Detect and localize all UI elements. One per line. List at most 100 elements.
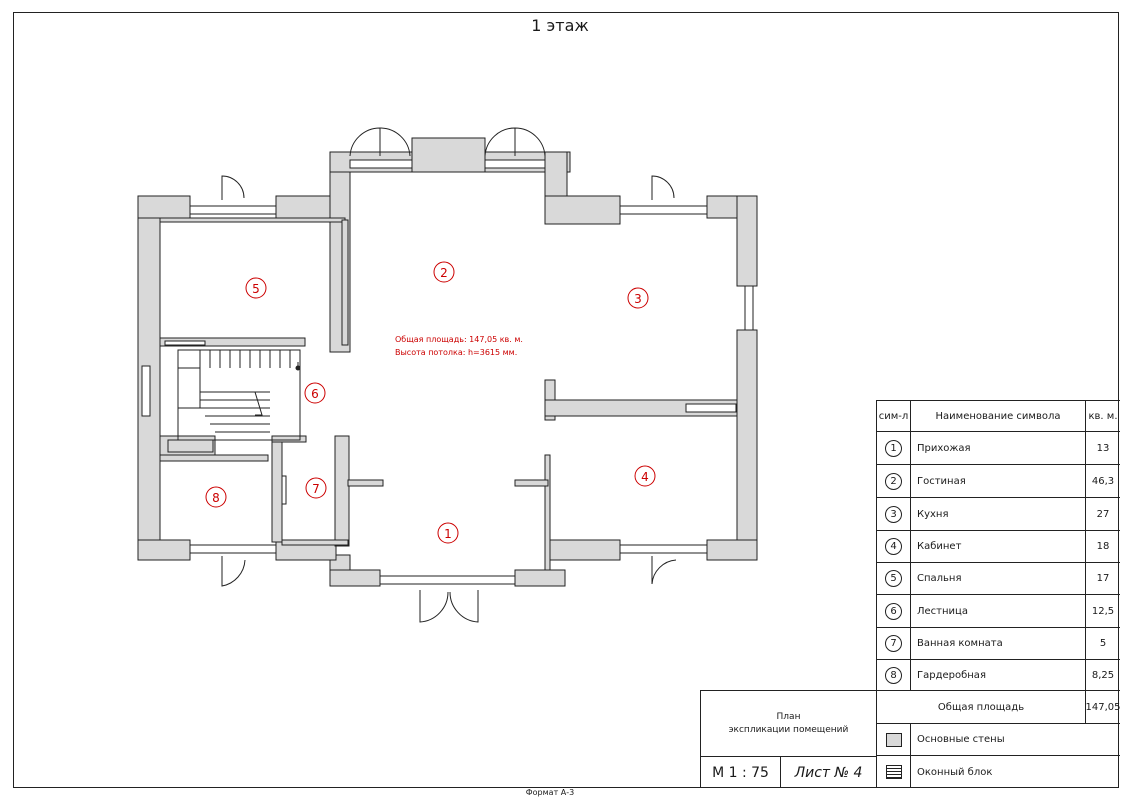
legend-label: Оконный блок — [917, 766, 993, 778]
plan-summary-area: Общая площадь: 147,05 кв. м. — [395, 335, 523, 344]
table-row: 5 Спальня 17 — [877, 563, 1120, 595]
room-marker-circle — [205, 486, 227, 508]
sheet-title: 1 этаж — [531, 16, 589, 35]
room-name: Гостиная — [911, 465, 1086, 497]
wall — [159, 454, 269, 462]
window-block — [379, 575, 516, 585]
wall — [159, 217, 346, 223]
window-block — [744, 285, 754, 331]
room-marker-circle — [627, 287, 649, 309]
room-marker-circle — [437, 522, 459, 544]
wall — [736, 329, 758, 561]
table-row: 3 Кухня 27 — [877, 498, 1120, 531]
room-marker-4: 4 — [641, 470, 649, 484]
room-marker-3: 3 — [634, 292, 642, 306]
room-name: Кухня — [911, 498, 1086, 530]
table-row: 4 Кабинет 18 — [877, 531, 1120, 563]
staircase — [167, 349, 301, 453]
legend-label: Основные стены — [917, 734, 1005, 745]
wall — [271, 435, 283, 543]
table-header-row: сим-л Наименование символа кв. м. — [877, 400, 1120, 432]
room-area: 12,5 — [1091, 605, 1115, 617]
wall — [275, 195, 332, 219]
wall — [544, 454, 551, 586]
room-area: 46,3 — [1091, 475, 1115, 487]
room-marker-6: 6 — [311, 387, 319, 401]
room-name: Спальня — [911, 563, 1086, 594]
wall — [514, 479, 549, 487]
wall — [137, 539, 191, 561]
stair-outline — [177, 349, 301, 441]
room-marker-circle — [304, 382, 326, 404]
title-block-name-line1: План — [776, 711, 801, 722]
wall — [736, 195, 758, 287]
window-block — [619, 544, 708, 554]
table-row: 2 Гостиная 46,3 — [877, 465, 1120, 498]
room-area: 18 — [1096, 541, 1110, 552]
room-marker-2: 2 — [440, 266, 448, 280]
wall — [341, 219, 349, 346]
header-area: кв. м. — [1088, 410, 1118, 422]
room-name: Гардеробная — [911, 660, 1086, 690]
wall — [411, 137, 486, 173]
room-marker-circle — [245, 277, 267, 299]
format-note: Формат А-3 — [525, 788, 575, 797]
door-swing — [484, 127, 516, 157]
symbol-circle: 2 — [885, 472, 902, 490]
plan-summary-height: Высота потолка: h=3615 мм. — [395, 348, 517, 357]
symbol-circle: 7 — [885, 635, 902, 652]
window-block — [164, 340, 206, 346]
room-marker-8: 8 — [212, 491, 220, 505]
window-block — [619, 205, 708, 215]
door-swing — [514, 127, 546, 157]
title-block-name-line2: экспликации помещений — [728, 724, 849, 735]
title-block-sheet-number: Лист № 4 — [794, 764, 863, 781]
window-block — [189, 544, 277, 554]
room-marker-5: 5 — [252, 282, 260, 296]
wall — [544, 195, 621, 225]
room-name: Кабинет — [911, 531, 1086, 562]
stair-steps — [199, 350, 291, 368]
wall — [347, 479, 384, 487]
door-swing — [221, 175, 245, 200]
window-block — [141, 365, 151, 417]
stair-landing — [177, 367, 201, 409]
title-block: План экспликации помещений М 1 : 75 Лист… — [700, 690, 876, 788]
door-swing — [221, 556, 246, 587]
table-row: 1 Прихожая 13 — [877, 432, 1120, 465]
room-marker-circle — [634, 465, 656, 487]
total-value: 147,05 — [1085, 701, 1121, 713]
table-row: 7 Ванная комната 5 — [877, 628, 1120, 660]
total-label: Общая площадь — [877, 691, 1086, 723]
stair-fixture — [167, 439, 214, 453]
explication-table: сим-л Наименование символа кв. м. 1 Прих… — [876, 400, 1121, 788]
title-block-name: План экспликации помещений — [701, 691, 876, 757]
window-block — [189, 205, 277, 215]
room-area: 17 — [1096, 573, 1110, 584]
room-marker-circle — [305, 477, 327, 499]
symbol-circle: 6 — [885, 602, 902, 620]
wall — [329, 569, 381, 587]
stair-arrow — [254, 362, 299, 416]
legend-row: Оконный блок — [877, 756, 1120, 788]
room-name: Лестница — [911, 595, 1086, 627]
legend-row: Основные стены — [877, 724, 1120, 756]
wall — [514, 569, 566, 587]
wall — [271, 435, 307, 443]
room-name: Ванная комната — [911, 628, 1086, 659]
door-swing — [419, 590, 449, 623]
door-swing — [449, 590, 479, 623]
door-swing — [349, 127, 381, 157]
table-row: 8 Гардеробная 8,25 — [877, 660, 1120, 691]
door-leaf — [281, 475, 287, 505]
wall-swatch-icon — [885, 732, 902, 747]
wall — [137, 195, 191, 219]
wall — [706, 539, 758, 561]
header-name: Наименование символа — [911, 401, 1086, 431]
total-row: Общая площадь 147,05 — [877, 691, 1121, 724]
room-area: 8,25 — [1091, 669, 1115, 681]
window-block — [349, 159, 413, 169]
room-marker-circle — [433, 261, 455, 283]
